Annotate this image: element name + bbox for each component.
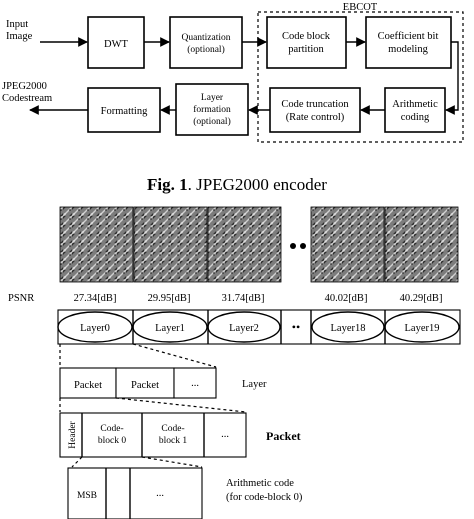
layer-formation-line3: (optional) <box>193 116 230 127</box>
image-layer19 <box>384 206 459 283</box>
input-label-line2: Image <box>6 31 33 42</box>
quantization-optional: (optional) <box>187 44 224 55</box>
psnr-value-layer0: 27.34[dB] <box>74 293 117 304</box>
quantization-box <box>169 16 243 69</box>
layer-formation-line2: formation <box>193 104 231 115</box>
figure-caption: Fig. 1. JPEG2000 encoder <box>147 175 327 194</box>
formatting-label: Formatting <box>101 106 148 117</box>
image-layer1 <box>133 206 208 283</box>
packet-box-2 <box>115 367 175 399</box>
psnr-row: PSNR 27.34[dB] 29.95[dB] 31.74[dB] 40.02… <box>8 293 442 304</box>
code-block-partition-line1: Code block <box>282 31 331 42</box>
psnr-value-layer2: 31.74[dB] <box>222 293 265 304</box>
packet-header-label: Header <box>68 420 78 448</box>
packet-structure-title: Packet <box>266 429 301 443</box>
arithmetic-code-title-line1: Arithmetic code <box>226 478 294 489</box>
coefficient-bit-modeling-line2: modeling <box>388 44 428 55</box>
quantization-label: Quantization <box>181 33 230 43</box>
packet-ellipsis: ... <box>191 378 199 389</box>
code-truncation-box <box>269 87 361 133</box>
image-layer2 <box>207 206 282 283</box>
layer1-ellipse <box>132 311 208 343</box>
code-block-0-line1: Code- <box>100 424 123 434</box>
ebcot-region <box>257 11 464 143</box>
layer18-ellipse <box>311 311 385 343</box>
packet-label-2: Packet <box>131 380 159 391</box>
arithmetic-code-frame <box>67 467 203 519</box>
code-truncation-line1: Code truncation <box>281 99 349 110</box>
image-strip <box>59 206 459 283</box>
caption-text: . JPEG2000 encoder <box>188 175 328 194</box>
coefficient-bit-modeling-box <box>365 16 452 69</box>
psnr-label: PSNR <box>8 293 34 304</box>
layer-formation-box <box>175 83 249 136</box>
arithmetic-code-ellipsis: ... <box>156 488 164 499</box>
image-layer18 <box>310 206 385 283</box>
code-block-1-line1: Code- <box>161 424 184 434</box>
coefficient-bit-modeling-line1: Coefficient bit <box>378 31 439 42</box>
image-dot-2 <box>300 243 306 249</box>
layer-name-2: Layer2 <box>229 323 259 334</box>
image-layer0 <box>59 206 134 283</box>
code-truncation-line2: (Rate control) <box>286 112 345 123</box>
ebcot-label: EBCOT <box>343 2 378 13</box>
layer0-ellipse <box>57 311 133 343</box>
layer19-ellipse <box>384 311 460 343</box>
arrow-modeling-to-arithmetic <box>445 41 459 115</box>
encoder-diagram: EBCOT Input Image DWT Quantization (opti… <box>2 2 464 194</box>
image-dot-1 <box>290 243 296 249</box>
input-label-line1: Input <box>6 19 28 30</box>
layer-name-1: Layer1 <box>155 323 185 334</box>
arithmetic-code-title-line2: (for code-block 0) <box>226 492 303 503</box>
packet-box-more <box>173 367 217 399</box>
arithmetic-coding-line1: Arithmetic <box>392 99 438 110</box>
layer-dots: •• <box>292 320 300 334</box>
caption-prefix: Fig. 1 <box>147 175 188 194</box>
layer-name-18: Layer18 <box>331 323 366 334</box>
packet-structure-frame <box>59 412 247 458</box>
layer-name-19: Layer19 <box>405 323 440 334</box>
layer-name-0: Layer0 <box>80 323 110 334</box>
code-block-partition-line2: partition <box>288 44 324 55</box>
packet-label-1: Packet <box>74 380 102 391</box>
psnr-value-layer19: 40.29[dB] <box>400 293 443 304</box>
layer2-ellipse <box>207 311 281 343</box>
output-label-line2: Codestream <box>2 93 52 104</box>
layer-formation-line1: Layer <box>201 93 224 103</box>
code-block-0-line2: block 0 <box>98 436 126 446</box>
packet-structure-ellipsis: ... <box>221 429 229 440</box>
packet-structure: Header Code- block 0 Code- block 1 ... P… <box>59 412 301 458</box>
code-block-partition-box <box>266 16 347 69</box>
arithmetic-coding-line2: coding <box>401 112 430 123</box>
msb-label: MSB <box>77 491 97 501</box>
output-label-line1: JPEG2000 <box>2 81 47 92</box>
psnr-value-layer1: 29.95[dB] <box>148 293 191 304</box>
layer-structure-title: Layer <box>242 379 267 390</box>
dwt-label: DWT <box>104 39 128 50</box>
psnr-value-layer18: 40.02[dB] <box>325 293 368 304</box>
arithmetic-coding-box <box>384 87 446 133</box>
arithmetic-code-structure: MSB ... Arithmetic code (for code-block … <box>67 467 303 519</box>
code-block-1-line2: block 1 <box>159 436 187 446</box>
layer-bar: Layer0 Layer1 Layer2 •• Layer18 Layer19 <box>57 309 461 345</box>
dwt-box <box>87 16 145 69</box>
layer-structure: Packet Packet ... Layer <box>59 367 267 399</box>
